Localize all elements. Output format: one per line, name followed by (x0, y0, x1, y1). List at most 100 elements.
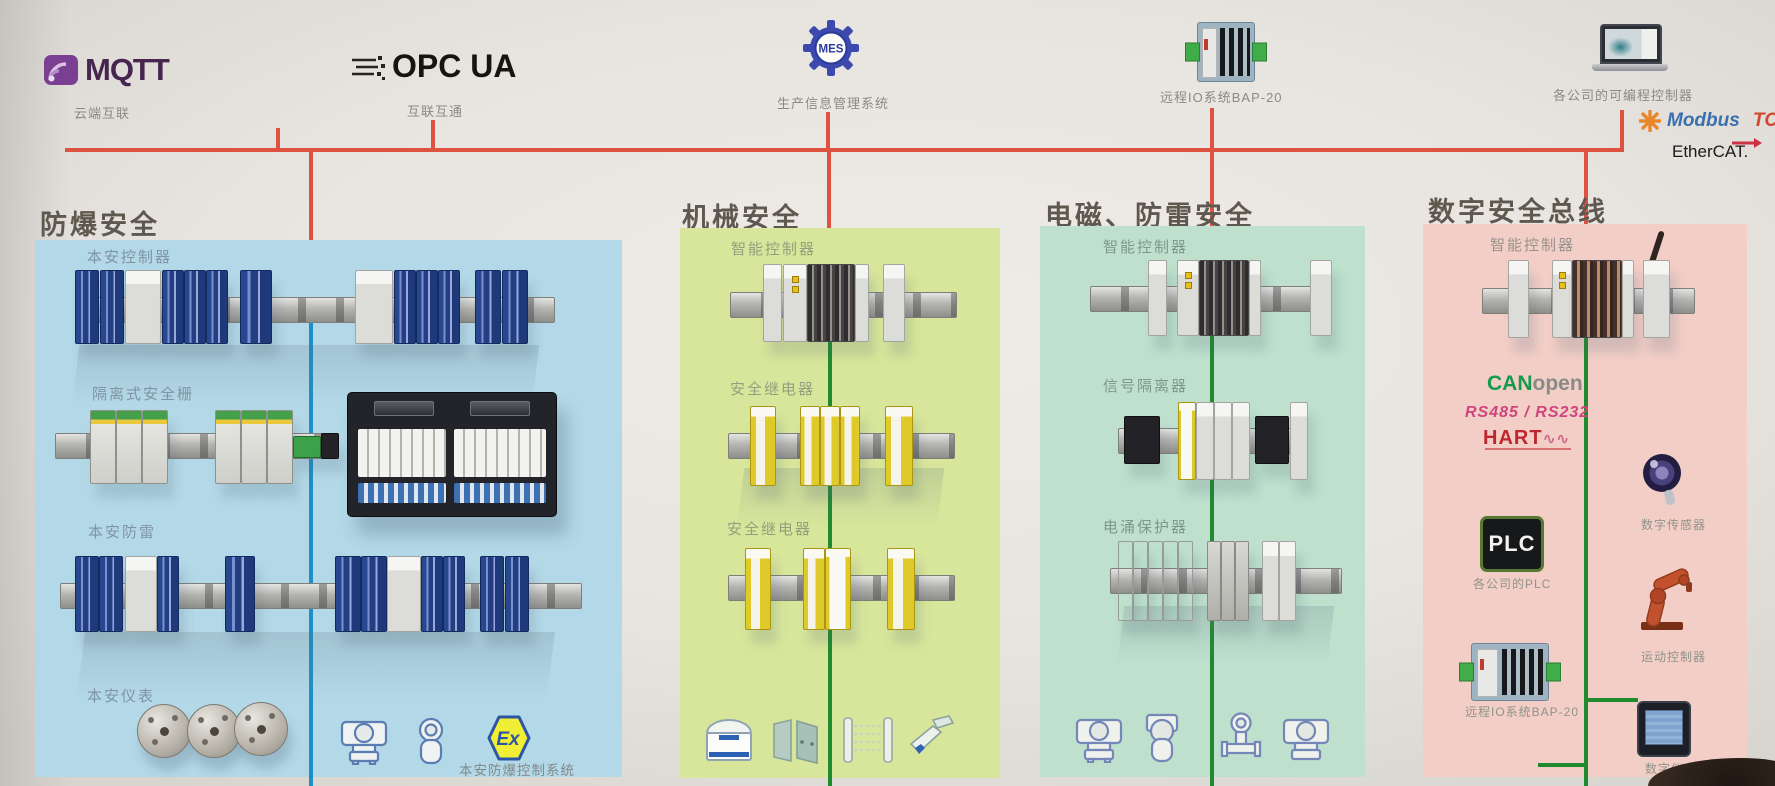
laptop-base (1592, 64, 1668, 71)
rio-front-column (1201, 28, 1218, 78)
mes-gear-icon: MES (803, 20, 859, 76)
opcua-logo: OPC UA (352, 48, 516, 85)
io-connector (374, 401, 434, 416)
io-module-band (454, 429, 546, 477)
puck-hole (249, 737, 255, 743)
plc-box-text: PLC (1488, 531, 1536, 556)
din-module (480, 556, 504, 632)
digital-sensor-image (1643, 454, 1681, 505)
bus-drop-panel3 (1210, 152, 1214, 288)
transmitter-icon (1282, 718, 1330, 761)
panel1-label-instrument: 本安仪表 (87, 688, 156, 705)
opcua-caption: 互联互通 (407, 104, 464, 119)
panel1-label-controller: 本安控制器 (87, 249, 173, 266)
din-module (90, 410, 116, 484)
din-module (1508, 260, 1529, 338)
hart-wave-glyph: ∿∿ (1542, 431, 1570, 448)
modbus-logo: Modbus TCP (1639, 110, 1775, 132)
panel4-green-trunk (1584, 320, 1588, 734)
din-module (1290, 402, 1308, 480)
puck-hole (222, 715, 228, 721)
plc-box: PLC (1480, 516, 1544, 572)
din-module (1118, 541, 1133, 621)
led-dot (1185, 272, 1192, 279)
safety-door-icon (773, 718, 818, 764)
laptop-screen-content (1605, 29, 1657, 59)
mqtt-icon (44, 55, 78, 85)
puck-center (160, 727, 169, 736)
bus-drop-mqtt (276, 128, 280, 150)
io-terminal-band (358, 483, 446, 503)
din-module (125, 556, 157, 632)
din-module (505, 556, 529, 632)
rio-connector-right (1546, 662, 1561, 682)
panel4-remote-io-module (1459, 643, 1561, 701)
din-module (800, 406, 820, 486)
din-module (1249, 260, 1261, 336)
bus-drop-panel1 (309, 152, 313, 302)
din-module (1177, 260, 1199, 336)
mqtt-logo-text: MQTT (85, 52, 170, 87)
panel3-emc-lightning-safety: 智能控制器 信号隔离器 电涌保护器 (1040, 226, 1365, 786)
panel3-label-controller: 智能控制器 (1103, 239, 1189, 256)
panel1-footer-caption: 本安防爆控制系统 (459, 763, 575, 778)
panel2-label-controller: 智能控制器 (731, 241, 817, 258)
din-module-controller (1199, 260, 1249, 336)
din-module (394, 270, 416, 344)
panel2-label-relay2: 安全继电器 (727, 521, 813, 538)
din-module (240, 270, 272, 344)
puck-hole (172, 715, 178, 721)
din-module (885, 406, 913, 486)
din-module (1207, 541, 1221, 621)
din-module (215, 410, 241, 484)
light-curtain-icon (843, 717, 893, 763)
din-module (745, 548, 771, 630)
din-module (75, 270, 99, 344)
panel1-blue-trunk (309, 322, 313, 786)
ethercat-arrow-icon (1732, 138, 1763, 148)
ethercat-logo: EtherCAT. (1672, 138, 1763, 162)
din-module (100, 270, 124, 344)
bus-drop-laptop (1620, 110, 1624, 150)
laser-scanner-icon (706, 719, 752, 761)
mes-caption: 生产信息管理系统 (777, 96, 890, 111)
led-dot (1185, 282, 1192, 289)
panel1-io-termination-assembly (347, 392, 557, 517)
hart-sub-line (1485, 448, 1571, 450)
canopen-logo-open: open (1532, 372, 1583, 395)
io-module-band (358, 429, 446, 477)
canopen-logo: CANopen (1487, 372, 1583, 396)
din-module (825, 548, 851, 630)
panel4-green-trunk-lower (1584, 734, 1588, 786)
puck-hole (148, 717, 154, 723)
sensor-puck (187, 704, 241, 758)
laptop-image (1592, 24, 1668, 74)
io-terminal-band (454, 483, 546, 503)
din-module (1178, 541, 1193, 621)
rio-caption: 远程IO系统BAP-20 (1160, 90, 1283, 105)
bus-drop-mes (826, 112, 830, 150)
ex-badge-text: Ex (496, 729, 521, 750)
panel3-label-spd: 电涌保护器 (1103, 519, 1189, 536)
robot-arm-image (1641, 568, 1692, 630)
din-module (803, 548, 825, 630)
din-module (225, 556, 255, 632)
transmitter-icon (1075, 718, 1123, 763)
bus-line-main (65, 148, 1624, 152)
din-module-controller (807, 264, 855, 342)
din-module (142, 410, 168, 484)
din-module (1124, 416, 1160, 464)
din-module (267, 410, 293, 484)
led-dot (1559, 272, 1566, 279)
din-module (125, 270, 161, 344)
panel1-title: 防爆安全 (40, 210, 160, 240)
din-module (387, 556, 421, 632)
puck-hole (198, 717, 204, 723)
led-dot (792, 276, 799, 283)
din-module (438, 270, 460, 344)
din-module (355, 270, 393, 344)
din-module (502, 270, 528, 344)
din-module (1133, 541, 1148, 621)
panel4-branch-plc (1538, 763, 1584, 767)
din-module-controller (1572, 260, 1622, 338)
